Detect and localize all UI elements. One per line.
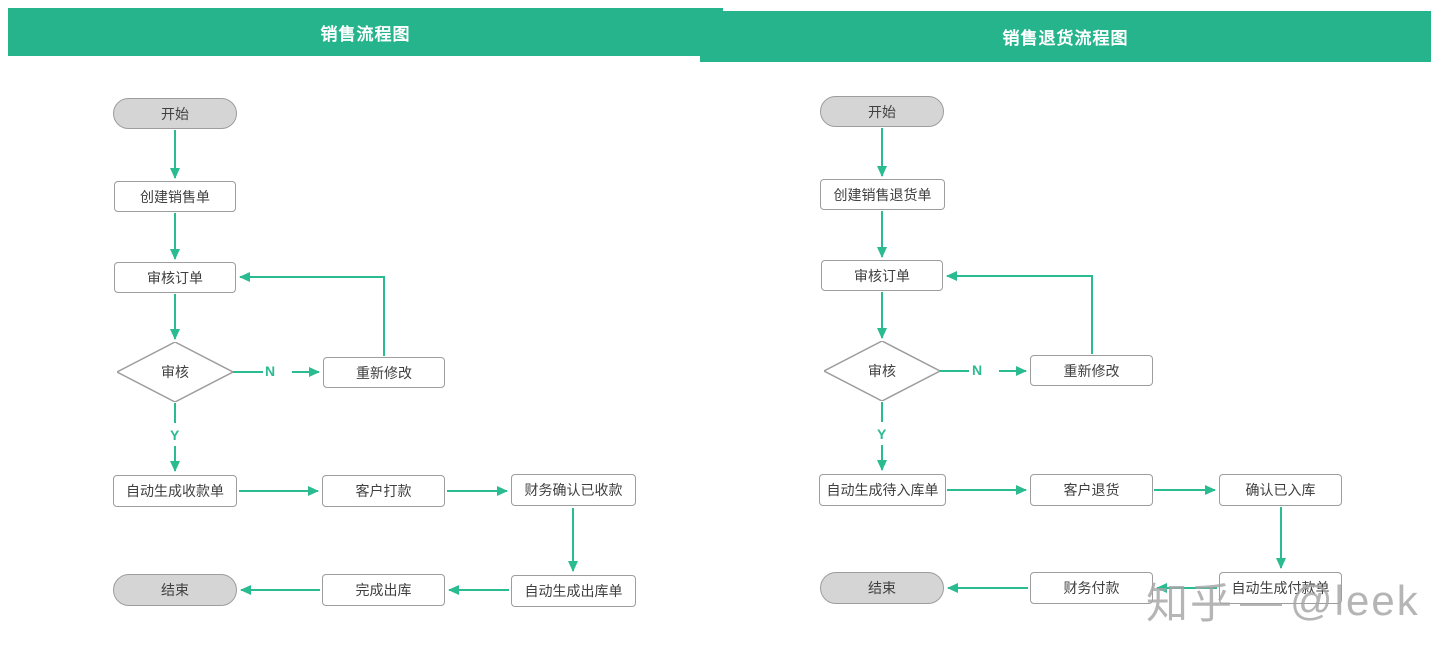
left-complete-outbound-node: 完成出库 <box>322 574 445 606</box>
left-start-node: 开始 <box>113 98 237 129</box>
diamond-shape <box>824 341 940 401</box>
left-gen-receipt-node: 自动生成收款单 <box>113 475 237 507</box>
watermark-brand: 知乎 <box>1146 580 1235 627</box>
left-create-order-node: 创建销售单 <box>114 181 236 212</box>
right-review-order-node: 审核订单 <box>821 260 943 291</box>
right-modify-node: 重新修改 <box>1030 355 1153 386</box>
left-end-node: 结束 <box>113 574 237 606</box>
left-review-decision-node: 审核 <box>117 342 233 402</box>
watermark-handle: @leek <box>1290 576 1420 624</box>
right-create-return-node: 创建销售退货单 <box>820 179 945 210</box>
zhihu-watermark: 知乎 — @leek <box>1146 570 1420 631</box>
left-chart-title-bar: 销售流程图 <box>8 8 723 56</box>
right-confirm-inbound-node: 确认已入库 <box>1219 474 1342 506</box>
left-modify-node: 重新修改 <box>323 357 445 388</box>
left-branch-yes-label: Y <box>170 427 180 443</box>
right-review-decision-label: 审核 <box>868 363 896 379</box>
left-branch-no-label: N <box>265 363 276 379</box>
right-review-decision-node: 审核 <box>824 341 940 401</box>
right-customer-return-node: 客户退货 <box>1030 474 1153 506</box>
diamond-shape <box>117 342 233 402</box>
right-finance-pay-node: 财务付款 <box>1030 572 1153 604</box>
right-gen-pending-inbound-node: 自动生成待入库单 <box>819 474 946 506</box>
left-review-order-node: 审核订单 <box>114 262 236 293</box>
right-end-node: 结束 <box>820 572 944 604</box>
right-chart-title-bar: 销售退货流程图 <box>700 11 1431 62</box>
left-finance-confirm-node: 财务确认已收款 <box>511 474 636 506</box>
watermark-separator: — <box>1240 576 1285 624</box>
right-chart-title: 销售退货流程图 <box>1002 29 1129 48</box>
right-gen-payment-node: 自动生成付款单 <box>1219 572 1342 604</box>
right-branch-yes-label: Y <box>877 426 887 442</box>
left-review-decision-label: 审核 <box>161 364 189 380</box>
right-branch-no-label: N <box>972 362 983 378</box>
left-customer-pay-node: 客户打款 <box>322 475 445 507</box>
left-gen-outbound-node: 自动生成出库单 <box>511 575 636 607</box>
right-start-node: 开始 <box>820 96 944 127</box>
left-chart-title: 销售流程图 <box>320 24 411 44</box>
